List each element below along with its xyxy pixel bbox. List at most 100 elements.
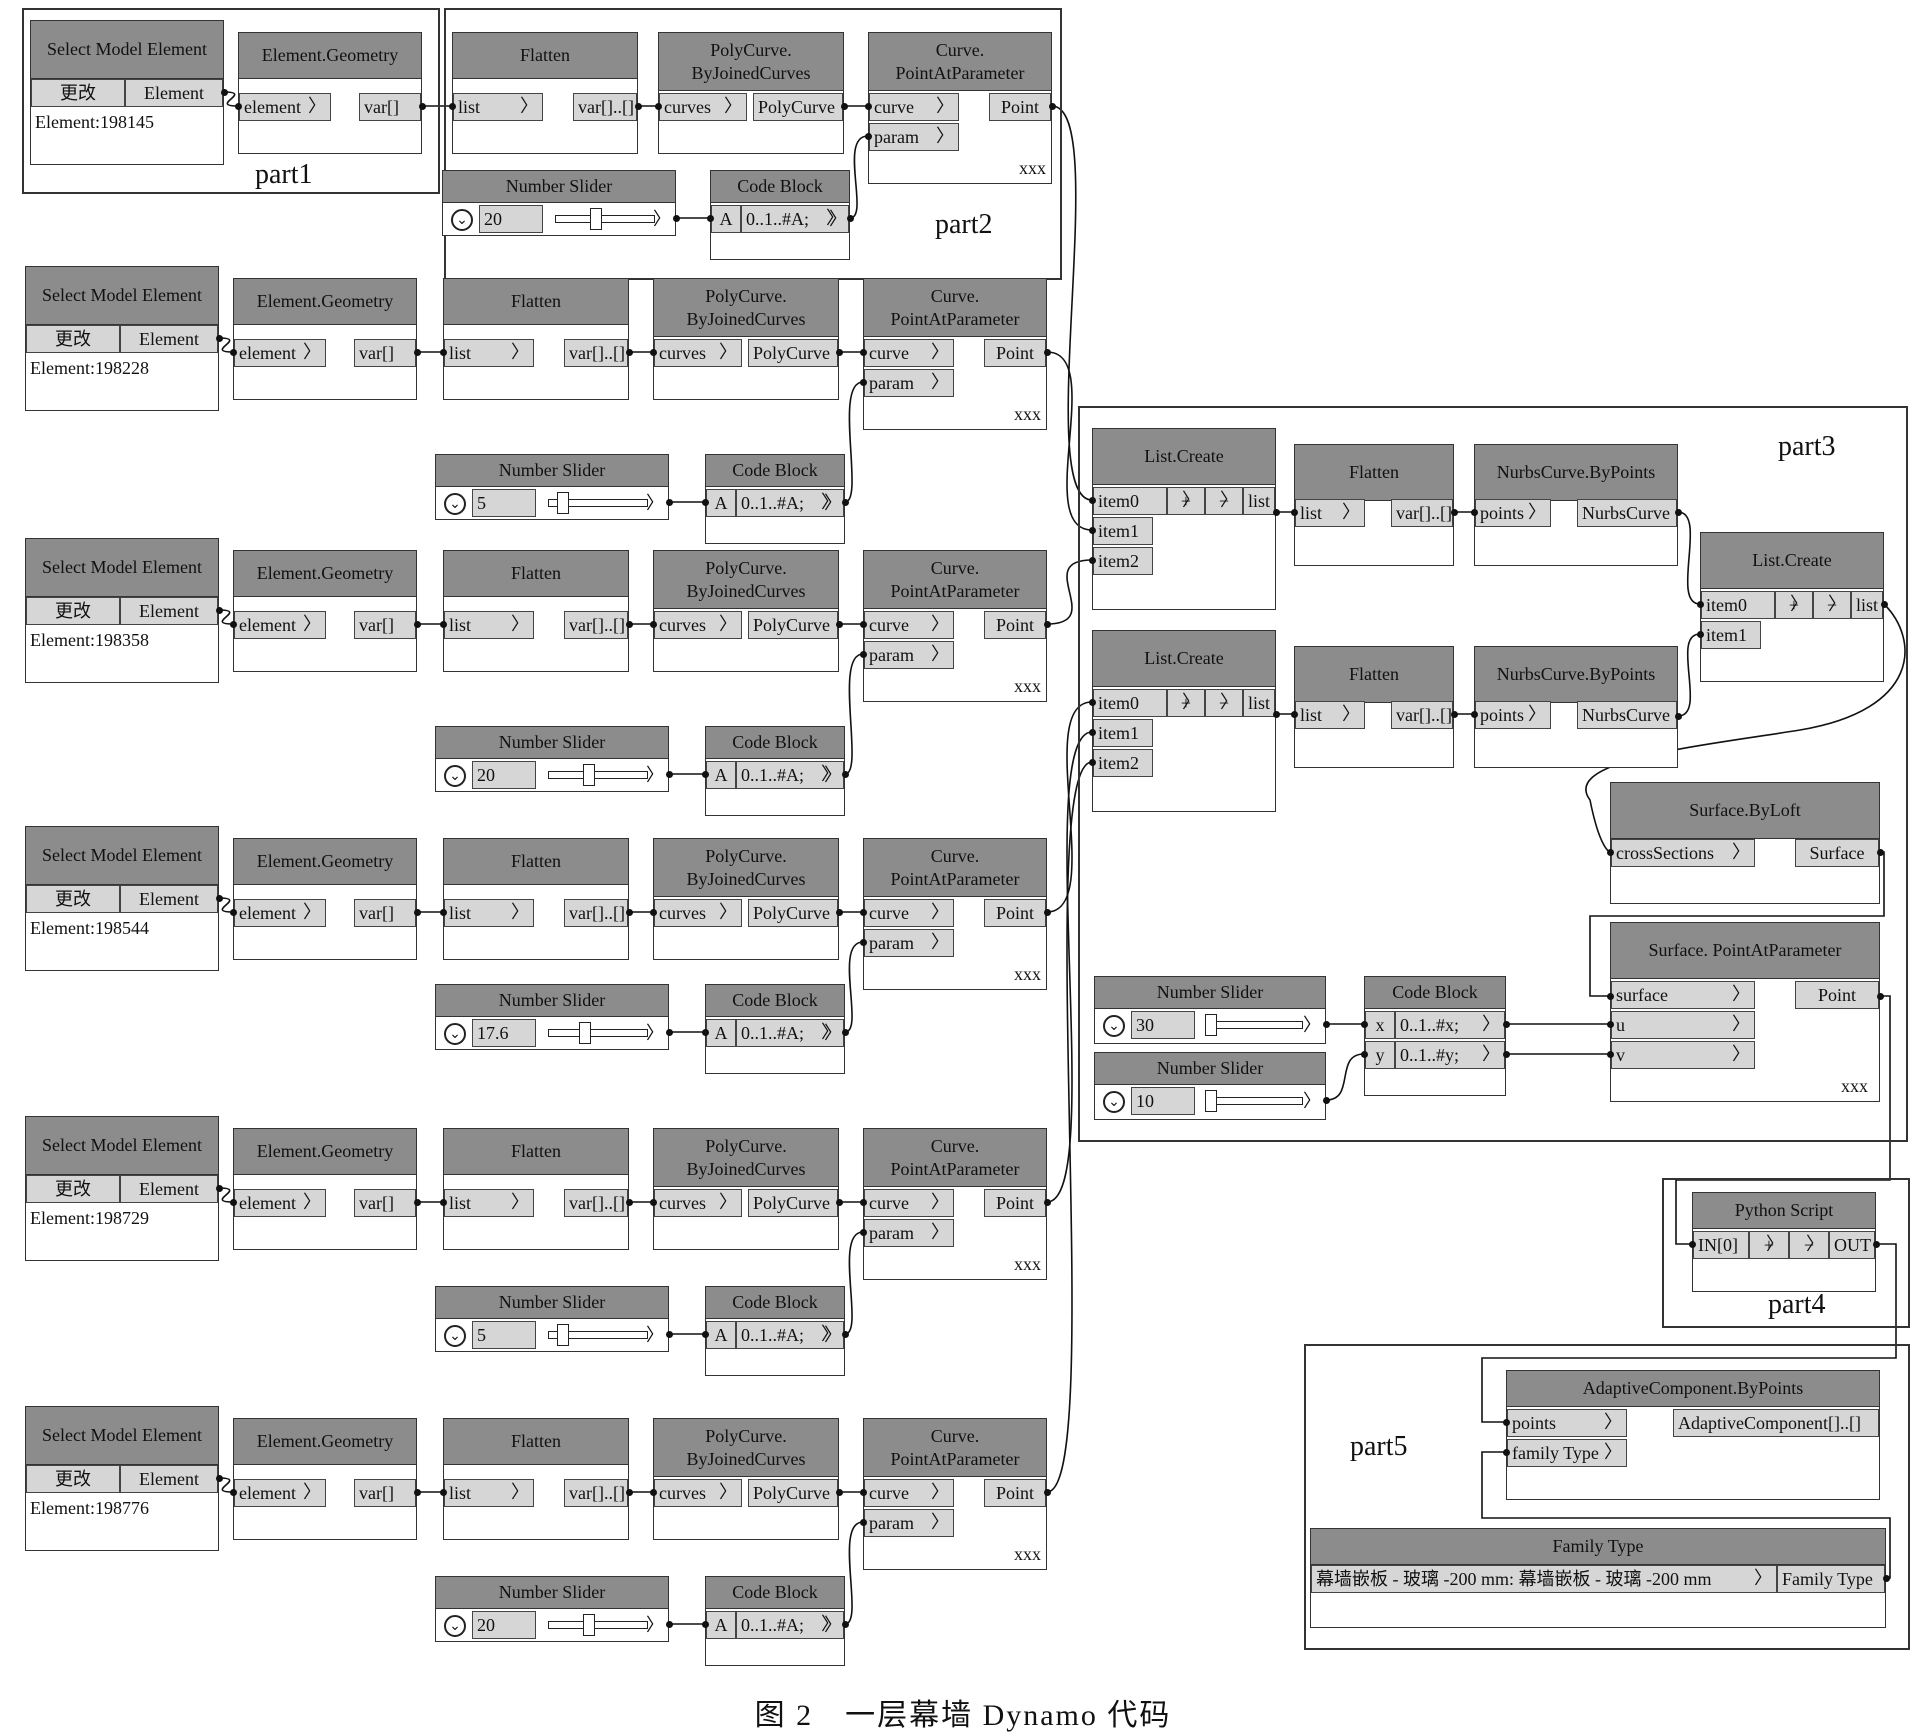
curves-input-port[interactable]: curves〉 — [654, 1479, 742, 1507]
curves-input-port[interactable]: curves〉 — [654, 339, 742, 367]
add-input-button[interactable]: +〉 — [1749, 1231, 1789, 1259]
slider-thumb[interactable] — [583, 764, 596, 786]
slider-thumb[interactable] — [556, 492, 569, 514]
add-input-button[interactable]: +〉 — [1167, 689, 1205, 717]
item2-input-port[interactable]: item2 — [1093, 547, 1153, 575]
slider-thumb[interactable] — [590, 208, 603, 230]
item0-input-port[interactable]: item0 — [1701, 591, 1775, 619]
change-button[interactable]: 更改 — [26, 885, 120, 913]
change-button[interactable]: 更改 — [26, 597, 120, 625]
list-input-port[interactable]: list〉 — [453, 93, 543, 121]
slider-value-field[interactable]: 17.6 — [472, 1019, 536, 1047]
code-y-input-port[interactable]: y — [1365, 1041, 1395, 1069]
u-input-port[interactable]: u〉 — [1611, 1011, 1755, 1039]
code-expression[interactable]: 0..1..#A;〉 — [736, 1321, 844, 1349]
code-expression[interactable]: 0..1..#A;〉 — [736, 1611, 844, 1639]
code-expression-x[interactable]: 0..1..#x;〉 — [1395, 1011, 1505, 1039]
change-button[interactable]: 更改 — [26, 325, 120, 353]
chevron-down-icon[interactable]: ⌄ — [1103, 1015, 1125, 1037]
code-a-input-port[interactable]: A — [711, 205, 741, 233]
param-input-port[interactable]: param〉 — [864, 369, 954, 397]
code-x-input-port[interactable]: x — [1365, 1011, 1395, 1039]
slider-value-field[interactable]: 10 — [1131, 1087, 1195, 1115]
in0-input-port[interactable]: IN[0] — [1693, 1231, 1749, 1259]
slider-value-field[interactable]: 20 — [472, 761, 536, 789]
remove-input-button[interactable]: −〉 — [1205, 689, 1243, 717]
item1-input-port[interactable]: item1 — [1093, 719, 1153, 747]
chevron-down-icon[interactable]: ⌄ — [451, 209, 473, 231]
list-input-port[interactable]: list〉 — [1295, 499, 1365, 527]
slider-track[interactable] — [548, 771, 648, 779]
curve-input-port[interactable]: curve〉 — [864, 1479, 954, 1507]
curve-input-port[interactable]: curve〉 — [864, 1189, 954, 1217]
code-expression[interactable]: 0..1..#A;〉 — [736, 1019, 844, 1047]
code-a-input-port[interactable]: A — [706, 1321, 736, 1349]
slider-track[interactable] — [555, 215, 655, 223]
code-expression-y[interactable]: 0..1..#y;〉 — [1395, 1041, 1505, 1069]
slider-thumb[interactable] — [578, 1022, 591, 1044]
add-input-button[interactable]: +〉 — [1775, 591, 1813, 619]
number-slider-node[interactable]: Number Slider⌄20〉 — [442, 170, 676, 236]
param-input-port[interactable]: param〉 — [869, 123, 959, 151]
points-input-port[interactable]: points〉 — [1475, 499, 1551, 527]
number-slider-node[interactable]: Number Slider⌄17.6〉 — [435, 984, 669, 1050]
slider-track[interactable] — [1205, 1021, 1303, 1029]
element-input-port[interactable]: element〉 — [234, 339, 326, 367]
list-input-port[interactable]: list〉 — [444, 1189, 534, 1217]
chevron-down-icon[interactable]: ⌄ — [1103, 1091, 1125, 1113]
number-slider-node[interactable]: Number Slider⌄5〉 — [435, 1286, 669, 1352]
code-a-input-port[interactable]: A — [706, 1611, 736, 1639]
list-input-port[interactable]: list〉 — [444, 611, 534, 639]
add-input-button[interactable]: +〉 — [1167, 487, 1205, 515]
slider-track[interactable] — [548, 1029, 648, 1037]
slider-track[interactable] — [548, 499, 648, 507]
code-a-input-port[interactable]: A — [706, 761, 736, 789]
list-input-port[interactable]: list〉 — [444, 339, 534, 367]
slider-track[interactable] — [1205, 1097, 1303, 1105]
surface-input-port[interactable]: surface〉 — [1611, 981, 1755, 1009]
family-type-input-port[interactable]: family Type〉 — [1507, 1439, 1627, 1467]
family-type-dropdown[interactable]: 幕墙嵌板 - 玻璃 -200 mm: 幕墙嵌板 - 玻璃 -200 mm〉 — [1311, 1565, 1777, 1593]
item1-input-port[interactable]: item1 — [1701, 621, 1761, 649]
code-a-input-port[interactable]: A — [706, 489, 736, 517]
v-input-port[interactable]: v〉 — [1611, 1041, 1755, 1069]
element-input-port[interactable]: element〉 — [234, 1189, 326, 1217]
curves-input-port[interactable]: curves〉 — [654, 899, 742, 927]
number-slider-node[interactable]: Number Slider⌄10〉 — [1094, 1052, 1326, 1120]
element-input-port[interactable]: element〉 — [234, 1479, 326, 1507]
slider-thumb[interactable] — [556, 1324, 569, 1346]
slider-value-field[interactable]: 20 — [479, 205, 543, 233]
code-a-input-port[interactable]: A — [706, 1019, 736, 1047]
number-slider-node[interactable]: Number Slider⌄20〉 — [435, 726, 669, 792]
number-slider-node[interactable]: Number Slider⌄5〉 — [435, 454, 669, 520]
curve-input-port[interactable]: curve〉 — [864, 339, 954, 367]
number-slider-node[interactable]: Number Slider⌄30〉 — [1094, 976, 1326, 1044]
curve-input-port[interactable]: curve〉 — [864, 899, 954, 927]
